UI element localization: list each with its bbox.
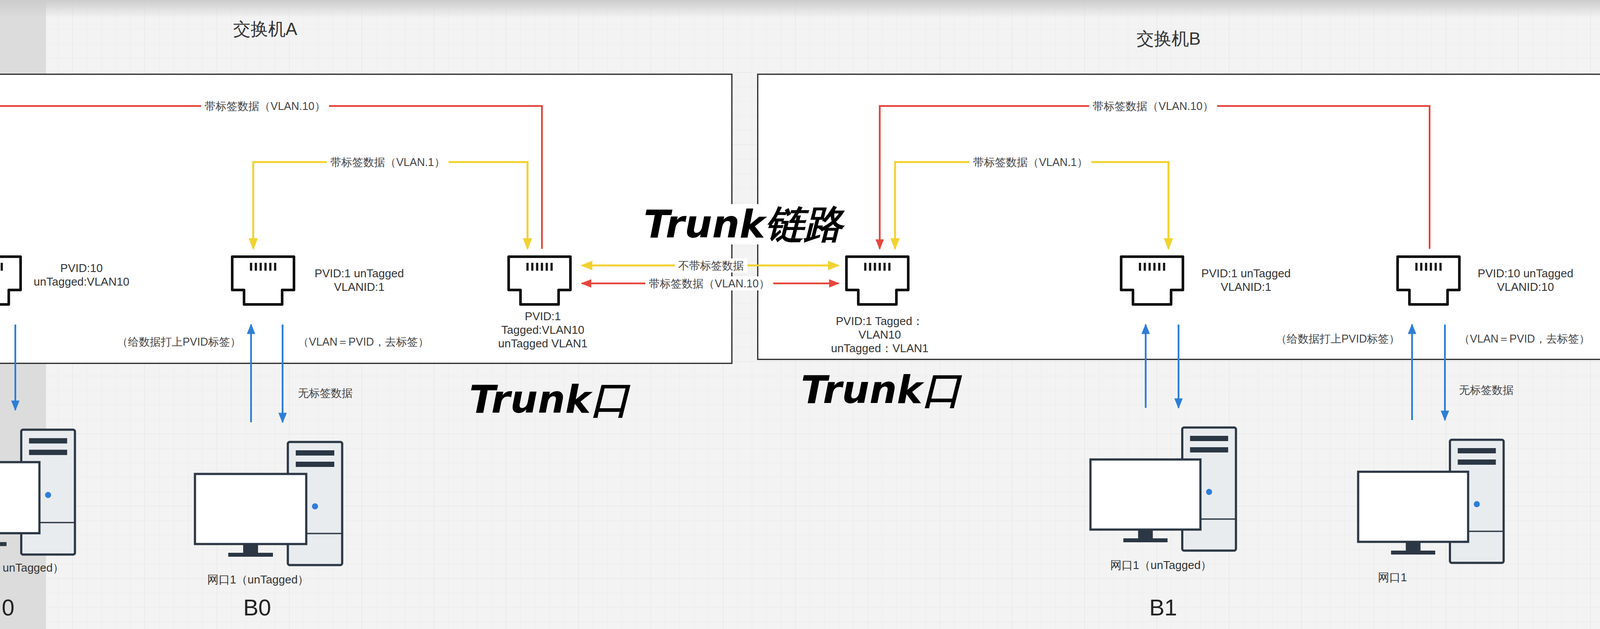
flow-label: 带标签数据（VLAN.10） (201, 99, 329, 114)
port-label: 网口1（unTagged） (207, 573, 310, 587)
pc-stand (1138, 530, 1154, 540)
port-outline (232, 256, 294, 305)
pc-slot (1189, 447, 1229, 453)
pc-slot (1457, 448, 1496, 454)
data-flow-line (281, 324, 284, 423)
pc-base (228, 552, 273, 557)
flow-note: （给数据打上PVID标签） (1275, 332, 1400, 346)
pc-base (1391, 550, 1436, 555)
host-name: 0 (1, 594, 15, 622)
port-icon (506, 254, 573, 307)
flow-note: （给数据打上PVID标签） (116, 335, 241, 349)
port: PVID:10 unTagged VLANID:10 (1395, 254, 1462, 307)
flow-note: （VLAN＝PVID，去标签） (297, 335, 429, 349)
pc-base (0, 542, 7, 547)
port-label: 网口1 (1377, 570, 1407, 585)
port-outline (0, 256, 21, 305)
flow-note: 无标签数据 (1458, 383, 1514, 397)
port-label: PVID:1 unTagged VLANID:1 (306, 266, 412, 294)
pc-led (311, 503, 319, 510)
data-flow-line (1444, 324, 1446, 421)
pc-slot (1189, 435, 1229, 442)
data-flow-line (1144, 324, 1147, 408)
switch-box: 交换机APVID:10 unTagged:VLAN10PVID:1 unTagg… (0, 73, 733, 365)
data-flow-line (14, 324, 17, 411)
pc-slot (295, 461, 335, 468)
port-label: PVID:1 Tagged:VLAN10 unTagged VLAN1 (492, 309, 594, 351)
port: PVID:1 unTagged VLANID:1 (1119, 254, 1185, 307)
flow-label: 带标签数据（VLAN.1） (969, 155, 1091, 170)
trunk-title: Trunk链路 (640, 204, 846, 245)
pc-slot (28, 438, 68, 444)
port-label: PVID:10 unTagged:VLAN10 (28, 261, 135, 289)
flow-note: 无标签数据 (297, 386, 353, 400)
flow-label: 带标签数据（VLAN.10） (645, 276, 773, 291)
port-pins (1139, 262, 1165, 271)
trunk-port: PVID:1 Tagged:VLAN10 unTagged VLAN1 (506, 254, 573, 307)
data-flow-line (1411, 324, 1413, 421)
port: PVID:1 unTagged VLANID:1 (230, 254, 296, 307)
port-label: 网口1（unTagged） (1110, 558, 1213, 573)
port-icon (230, 254, 296, 307)
port-label: PVID:1 Tagged：VLAN10 unTagged：VLAN1 (827, 314, 933, 356)
switch-title: 交换机A (233, 18, 298, 40)
computer-icon (1357, 438, 1506, 565)
data-flow-line (1177, 324, 1180, 408)
pc-led (45, 492, 52, 499)
pc-base (1123, 538, 1168, 543)
port-icon (0, 254, 23, 307)
trunk-port: PVID:1 Tagged：VLAN10 unTagged：VLAN1 (844, 254, 910, 307)
switch-box: 交换机BPVID:1 Tagged：VLAN10 unTagged：VLAN1P… (757, 73, 1600, 361)
flow-note: （VLAN＝PVID，去标签） (1458, 332, 1590, 346)
switch-title: 交换机B (1136, 28, 1201, 50)
port-label: unTagged） (2, 561, 64, 575)
port-pins (527, 262, 552, 271)
computer: 网口1（unTagged）B1 (1089, 426, 1238, 553)
computer: 网口1 (1357, 438, 1506, 565)
port-pins (0, 262, 2, 271)
port-outline (508, 256, 571, 305)
port-label: PVID:1 unTagged VLANID:1 (1193, 266, 1299, 294)
trunk-title: Trunk口 (469, 380, 630, 419)
flow-label: 不带标签数据 (674, 258, 748, 273)
port: PVID:10 unTagged:VLAN10 (0, 254, 23, 307)
pc-monitor (1358, 471, 1469, 542)
flow-label: 带标签数据（VLAN.1） (326, 155, 449, 170)
pc-slot (295, 450, 335, 456)
pc-slot (1457, 459, 1496, 465)
trunk-title: Trunk口 (800, 370, 962, 410)
pc-monitor (1090, 459, 1201, 530)
host-name: B1 (1149, 594, 1178, 622)
computer-icon (0, 428, 77, 556)
top-shade (0, 0, 1600, 18)
host-name: B0 (243, 594, 272, 622)
port-outline (1121, 256, 1183, 305)
pc-led (1206, 488, 1213, 496)
port-pins (1416, 262, 1441, 271)
computer-icon (194, 440, 344, 567)
port-outline (846, 256, 909, 305)
pc-monitor (0, 462, 40, 534)
pc-led (1473, 501, 1480, 508)
pc-stand (1405, 542, 1421, 552)
pc-slot (28, 449, 68, 456)
port-icon (1395, 254, 1462, 307)
port-pins (865, 262, 890, 271)
port-label: PVID:10 unTagged VLANID:10 (1470, 266, 1581, 294)
port-icon (844, 254, 910, 307)
port-icon (1119, 254, 1185, 307)
computer-icon (1089, 426, 1238, 553)
port-pins (251, 262, 276, 271)
computer: 网口1（unTagged）B0 (194, 440, 344, 567)
pc-monitor (194, 474, 307, 545)
flow-label: 带标签数据（VLAN.10） (1089, 99, 1217, 114)
data-flow-line (250, 324, 252, 423)
pc-stand (243, 545, 259, 554)
port-outline (1397, 256, 1460, 305)
computer: unTagged）0 (0, 428, 77, 556)
